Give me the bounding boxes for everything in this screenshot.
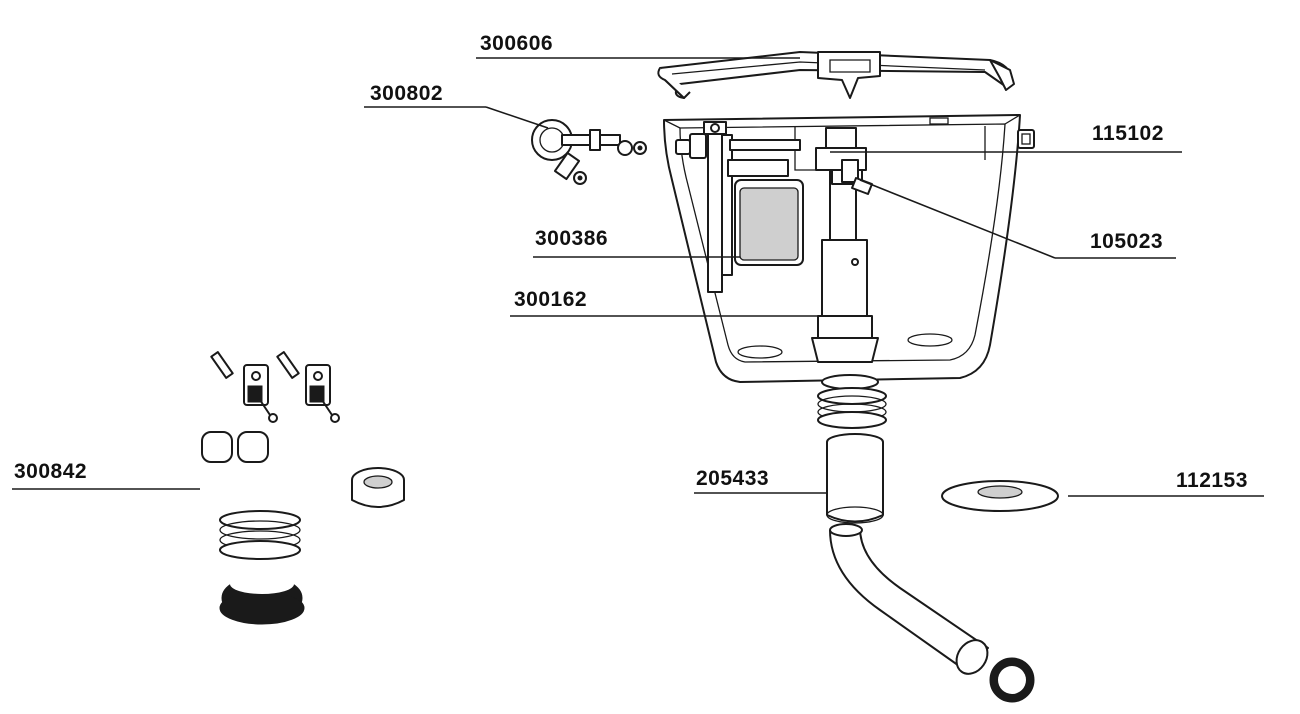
label-205433: 205433 bbox=[696, 467, 769, 490]
cistern-cover bbox=[657, 51, 1015, 99]
label-300162: 300162 bbox=[514, 288, 587, 311]
label-112153: 112153 bbox=[1176, 469, 1248, 492]
mounting-kit-parts bbox=[201, 351, 405, 625]
label-105023: 105023 bbox=[1090, 230, 1163, 253]
leader-lines bbox=[12, 57, 1264, 497]
label-300842: 300842 bbox=[14, 460, 87, 483]
rosette-part bbox=[941, 480, 1059, 512]
leader-105023 bbox=[859, 179, 1056, 259]
flush-valve-assembly bbox=[811, 127, 879, 363]
label-300386: 300386 bbox=[535, 227, 608, 250]
flush-pipe-part bbox=[826, 433, 1035, 703]
inlet-valve-part bbox=[531, 119, 647, 185]
outlet-seal-ring bbox=[817, 387, 887, 429]
lid-clip-part bbox=[1017, 129, 1035, 149]
label-115102: 115102 bbox=[1092, 122, 1164, 145]
fill-valve-assembly bbox=[675, 121, 804, 293]
label-300802: 300802 bbox=[370, 82, 443, 105]
label-300606: 300606 bbox=[480, 32, 553, 55]
